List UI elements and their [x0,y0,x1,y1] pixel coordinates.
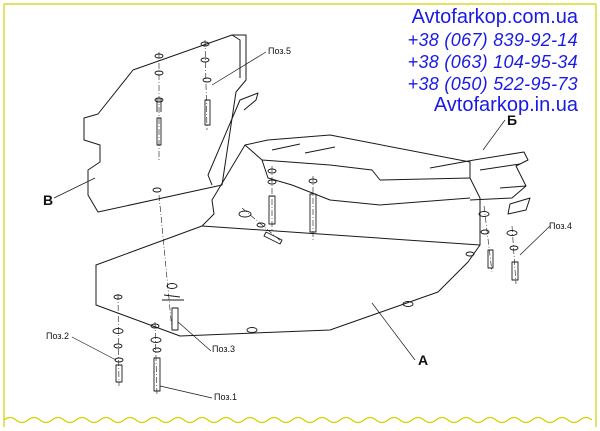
label-poz1: Поз.1 [214,392,238,402]
frame-border [3,3,597,427]
leader-lines [53,51,551,399]
label-poz5: Поз.5 [268,46,292,56]
assembly-axes [117,39,517,396]
plate-b [429,151,531,215]
phone-063[interactable]: +38 (063) 104-95-34 [407,52,578,72]
label-poz2: Поз.2 [46,331,70,341]
plate-a [95,134,481,337]
phone-067[interactable]: +38 (067) 839-92-14 [407,30,578,50]
label-part-v: В [43,192,54,208]
label-poz3: Поз.3 [212,344,236,354]
label-part-a: А [418,352,429,368]
plate-v [83,34,259,213]
label-part-b: Б [507,112,518,128]
fasteners [112,41,519,392]
site-link-top[interactable]: Avtofarkop.com.ua [411,6,578,28]
label-poz4: Поз.4 [549,221,573,231]
phone-050[interactable]: +38 (050) 522-95-73 [407,74,578,94]
site-link-bottom[interactable]: Avtofarkop.in.ua [433,94,578,116]
